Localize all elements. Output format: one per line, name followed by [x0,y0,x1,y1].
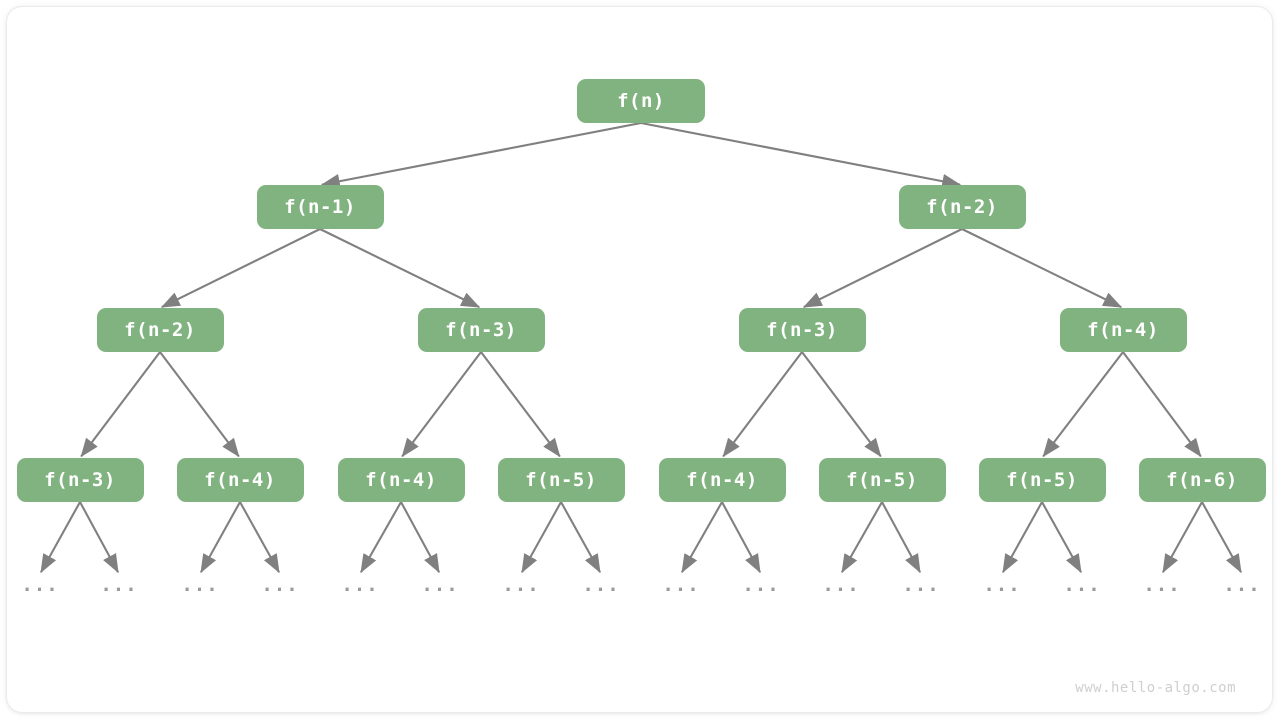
tree-node[interactable]: f(n-5) [497,458,625,502]
tree-node[interactable]: f(n) [577,79,705,123]
ellipsis-marker: ... [261,574,299,596]
ellipsis-marker: ... [902,574,940,596]
ellipsis-marker: ... [582,574,620,596]
ellipsis-marker: ... [662,574,700,596]
tree-node[interactable]: f(n-2) [898,185,1026,229]
ellipsis-marker: ... [983,574,1021,596]
tree-node[interactable]: f(n-3) [16,458,144,502]
tree-node[interactable]: f(n-3) [417,308,545,352]
ellipsis-marker: ... [1143,574,1181,596]
tree-node[interactable]: f(n-1) [256,185,384,229]
tree-node[interactable]: f(n-4) [176,458,304,502]
ellipsis-marker: ... [181,574,219,596]
ellipsis-marker: ... [742,574,780,596]
tree-node[interactable]: f(n-4) [658,458,786,502]
tree-node[interactable]: f(n-2) [96,308,224,352]
tree-node[interactable]: f(n-6) [1138,458,1266,502]
ellipsis-marker: ... [1223,574,1261,596]
tree-node[interactable]: f(n-5) [978,458,1106,502]
tree-node[interactable]: f(n-4) [337,458,465,502]
ellipsis-marker: ... [421,574,459,596]
ellipsis-marker: ... [100,574,138,596]
ellipsis-marker: ... [21,574,59,596]
watermark: www.hello-algo.com [1075,680,1236,696]
ellipsis-marker: ... [341,574,379,596]
ellipsis-marker: ... [1063,574,1101,596]
tree-node[interactable]: f(n-5) [818,458,946,502]
tree-node[interactable]: f(n-3) [738,308,866,352]
tree-node[interactable]: f(n-4) [1059,308,1187,352]
ellipsis-marker: ... [502,574,540,596]
ellipsis-marker: ... [822,574,860,596]
